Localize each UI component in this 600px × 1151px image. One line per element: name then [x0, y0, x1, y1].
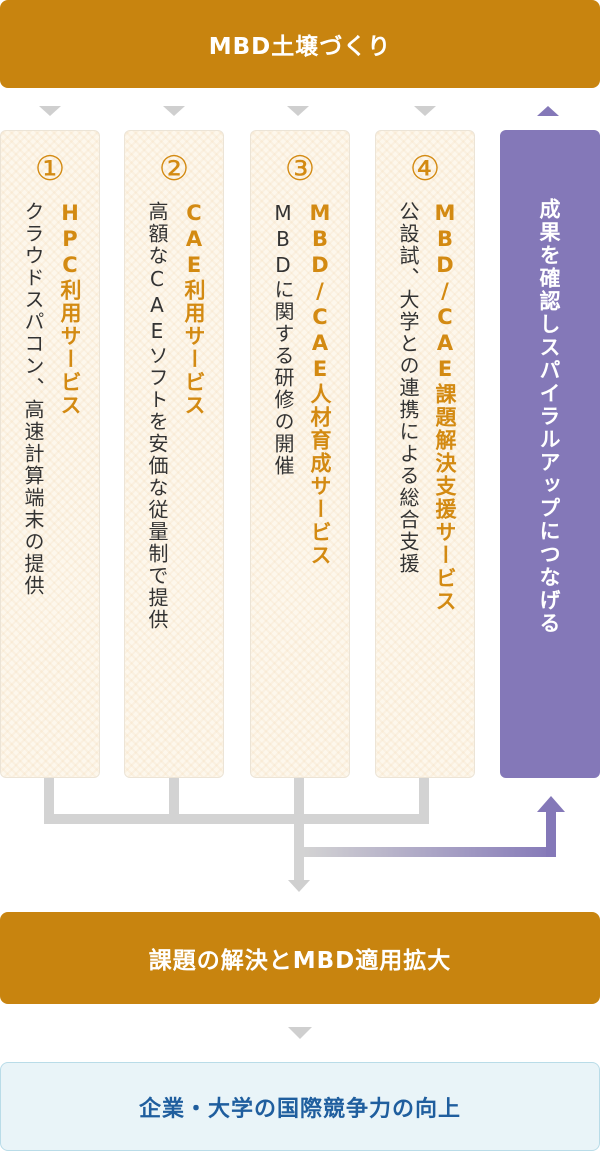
service-description: MBDに関する研修の開催	[271, 201, 295, 477]
service-card-cae: ② CAE利用サービス 高額なCAEソフトを安価な従量制で提供	[124, 130, 224, 778]
connector-stem	[294, 824, 304, 880]
service-number: ①	[34, 149, 66, 189]
service-description: 公設試、大学との連携による総合支援	[396, 201, 420, 575]
service-description: 高額なCAEソフトを安価な従量制で提供	[145, 201, 169, 631]
service-title: HPC利用サービス	[58, 201, 82, 417]
bottom-banner: 企業・大学の国際競争力の向上	[0, 1062, 600, 1151]
service-number: ②	[158, 149, 190, 189]
arrow-down-to-card-3	[287, 106, 309, 116]
feedback-box: 成果を確認しスパイラルアップにつなげる	[500, 130, 600, 778]
service-title: CAE利用サービス	[182, 201, 206, 417]
middle-banner: 課題の解決とMBD適用拡大	[0, 912, 600, 1004]
arrow-down-to-middle-banner	[288, 880, 310, 892]
connector-card-3	[294, 778, 304, 824]
service-card-training: ③ MBD/CAE人材育成サービス MBDに関する研修の開催	[250, 130, 350, 778]
service-title: MBD/CAE課題解決支援サービス	[433, 201, 457, 613]
service-title: MBD/CAE人材育成サービス	[308, 201, 332, 567]
bottom-banner-label: 企業・大学の国際競争力の向上	[138, 1096, 461, 1122]
service-number: ④	[409, 149, 441, 189]
top-banner: MBD土壌づくり	[0, 0, 600, 88]
connector-horizontal	[44, 814, 429, 824]
service-number: ③	[284, 149, 316, 189]
middle-banner-label: 課題の解決とMBD適用拡大	[148, 948, 452, 974]
top-banner-label: MBD土壌づくり	[208, 34, 392, 60]
arrow-down-to-card-1	[39, 106, 61, 116]
connector-card-4	[419, 778, 429, 824]
arrow-down-to-card-2	[163, 106, 185, 116]
feedback-label: 成果を確認しスパイラルアップにつなげる	[537, 198, 561, 635]
service-card-hpc: ① HPC利用サービス クラウドスパコン、高速計算端末の提供	[0, 130, 100, 778]
service-card-support: ④ MBD/CAE課題解決支援サービス 公設試、大学との連携による総合支援	[375, 130, 475, 778]
arrow-up-to-top-banner	[537, 106, 559, 116]
arrow-down-to-card-4	[414, 106, 436, 116]
connector-card-1	[44, 778, 54, 824]
connector-card-2	[169, 778, 179, 824]
arrow-down-to-bottom-banner	[288, 1027, 312, 1039]
service-description: クラウドスパコン、高速計算端末の提供	[21, 201, 45, 597]
